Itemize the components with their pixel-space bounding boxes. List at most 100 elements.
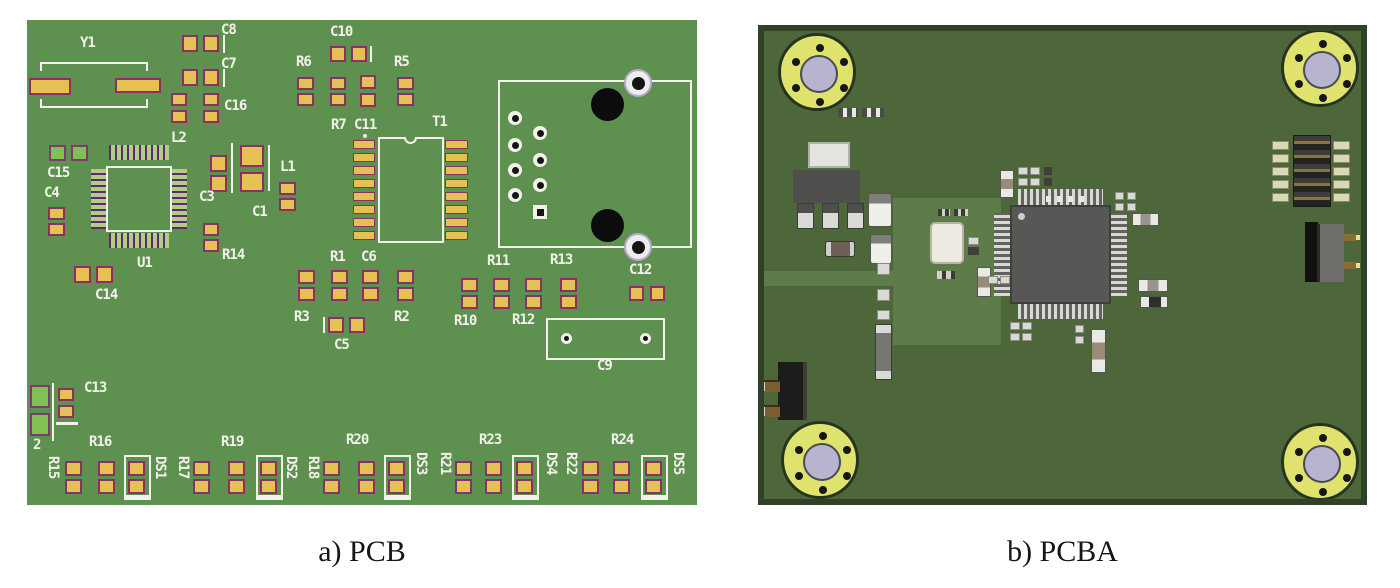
silkscreen-label-R13: R13 (550, 252, 573, 268)
silk-notch (404, 137, 417, 144)
smd-pad (455, 461, 472, 476)
silk-outline (40, 99, 42, 108)
chip-resistor (954, 209, 968, 216)
led-band (256, 495, 283, 500)
jumper-pin (764, 380, 780, 392)
smd-pad (323, 479, 340, 494)
smd-pad (877, 310, 890, 320)
silk-outline (106, 166, 172, 232)
silkscreen-label-DS4: DS4 (543, 452, 559, 475)
smd-pad (877, 289, 890, 301)
smd-pad (445, 205, 468, 214)
smd-pad (203, 93, 219, 106)
silkscreen-label-L1: L1 (280, 159, 296, 175)
silkscreen-label-R21: R21 (437, 452, 453, 475)
smd-pad (445, 231, 468, 240)
silkscreen-label-R14: R14 (222, 247, 245, 263)
header-pad (1272, 154, 1289, 163)
jumper-pin-tip (1356, 263, 1360, 268)
smd-pad (1010, 322, 1020, 330)
smd-pad (516, 461, 533, 476)
smd-pad (71, 145, 88, 161)
silkscreen-label-C4: C4 (44, 185, 60, 201)
smd-pad (128, 479, 145, 494)
silk-outline (231, 143, 233, 193)
smd-pad (260, 479, 277, 494)
smd-pad (358, 479, 375, 494)
smd-pad (240, 145, 264, 167)
silk-outline (40, 62, 42, 71)
smd-pad (1127, 203, 1136, 211)
jumper-body (778, 362, 807, 420)
connector-post-hole (591, 88, 624, 121)
silkscreen-label-DS2: DS2 (283, 456, 299, 479)
smd-pad (525, 278, 542, 292)
header-body (1293, 135, 1331, 207)
panel-pcba (758, 25, 1367, 505)
silkscreen-label-C3: C3 (199, 189, 215, 205)
smd-pad (968, 247, 979, 255)
header-pad (1333, 167, 1350, 176)
silkscreen-label-R18: R18 (305, 456, 321, 479)
qfp-pin-row (109, 145, 169, 160)
smd-pad (362, 287, 379, 301)
smd-pad (362, 270, 379, 284)
smd-pad (279, 182, 296, 195)
smd-pad (353, 218, 375, 227)
jumper-pin-tip (1356, 235, 1360, 240)
silk-outline (40, 62, 148, 64)
mounting-pad (778, 33, 856, 111)
silkscreen-label-R12: R12 (512, 312, 535, 328)
smd-pad (629, 286, 644, 301)
smd-pad (516, 479, 533, 494)
smd-pad (353, 140, 375, 149)
silkscreen-label-R15: R15 (45, 456, 61, 479)
smd-pad (360, 93, 376, 107)
smd-pad (582, 479, 599, 494)
smd-pad (240, 172, 264, 192)
smd-pad (485, 479, 502, 494)
smd-pad (455, 479, 472, 494)
chip-resistor (937, 271, 955, 279)
qfp-chip (1010, 205, 1111, 304)
qfp-pin-row (172, 169, 187, 229)
smd-pad (645, 461, 662, 476)
fiducial-dots (1046, 196, 1086, 202)
smd-pad (1115, 203, 1124, 211)
smd-pad (58, 405, 74, 418)
jumper-pin (764, 405, 780, 417)
smd-pad (298, 270, 315, 284)
through-hole (508, 111, 522, 125)
silk-outline (40, 106, 148, 108)
smd-pad (968, 237, 979, 245)
led-band (384, 495, 411, 500)
smd-pad (582, 461, 599, 476)
smd-pad (445, 218, 468, 227)
smd-pad (29, 78, 71, 95)
silk-outline (52, 383, 54, 441)
chip-resistor (938, 209, 950, 216)
smd-pad (445, 153, 468, 162)
jumper-pin (1344, 262, 1356, 269)
smd-pad (210, 155, 227, 172)
smd-pad (461, 295, 478, 309)
smd-pad (397, 270, 414, 284)
silkscreen-label-R7: R7 (331, 117, 347, 133)
smd-pad (98, 479, 115, 494)
smd-pad (445, 140, 468, 149)
smd-pad (228, 461, 245, 476)
smd-pad (1018, 167, 1028, 175)
silkscreen-label-R11: R11 (487, 253, 510, 269)
caption-a: a) PCB (318, 535, 406, 568)
smd-pad (353, 179, 375, 188)
silkscreen-label-R22: R22 (563, 452, 579, 475)
smd-pad (1044, 167, 1052, 175)
silkscreen-label-R24: R24 (611, 432, 634, 448)
silkscreen-label-T1: T1 (432, 114, 448, 130)
silkscreen-label-R6: R6 (296, 54, 312, 70)
smd-pad (203, 223, 219, 236)
jumper-pin-tip (764, 382, 765, 391)
silkscreen-label-DS1: DS1 (152, 456, 168, 479)
